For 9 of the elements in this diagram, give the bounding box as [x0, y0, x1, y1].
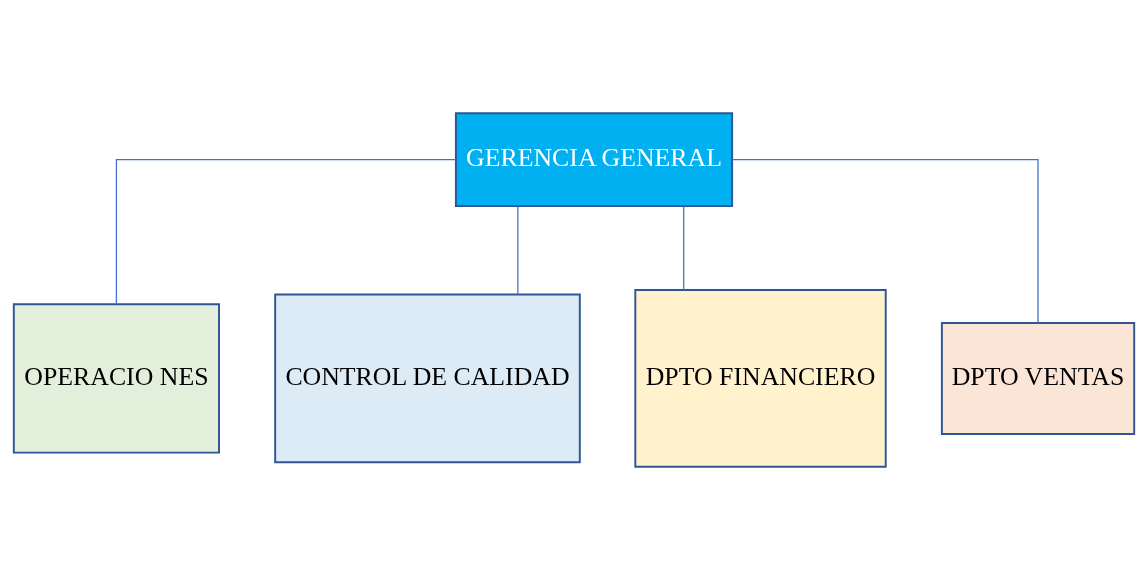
node-box: DPTO VENTAS [940, 321, 1136, 435]
node-box: CONTROL DE CALIDAD [274, 293, 581, 464]
node-box: DPTO FINANCIERO [634, 289, 887, 468]
connector [517, 205, 519, 296]
connector [115, 159, 457, 305]
connector [732, 159, 1039, 324]
connector [683, 205, 685, 291]
node-box: OPERACIO NES [12, 303, 220, 454]
node-box: GERENCIA GENERAL [454, 112, 734, 208]
